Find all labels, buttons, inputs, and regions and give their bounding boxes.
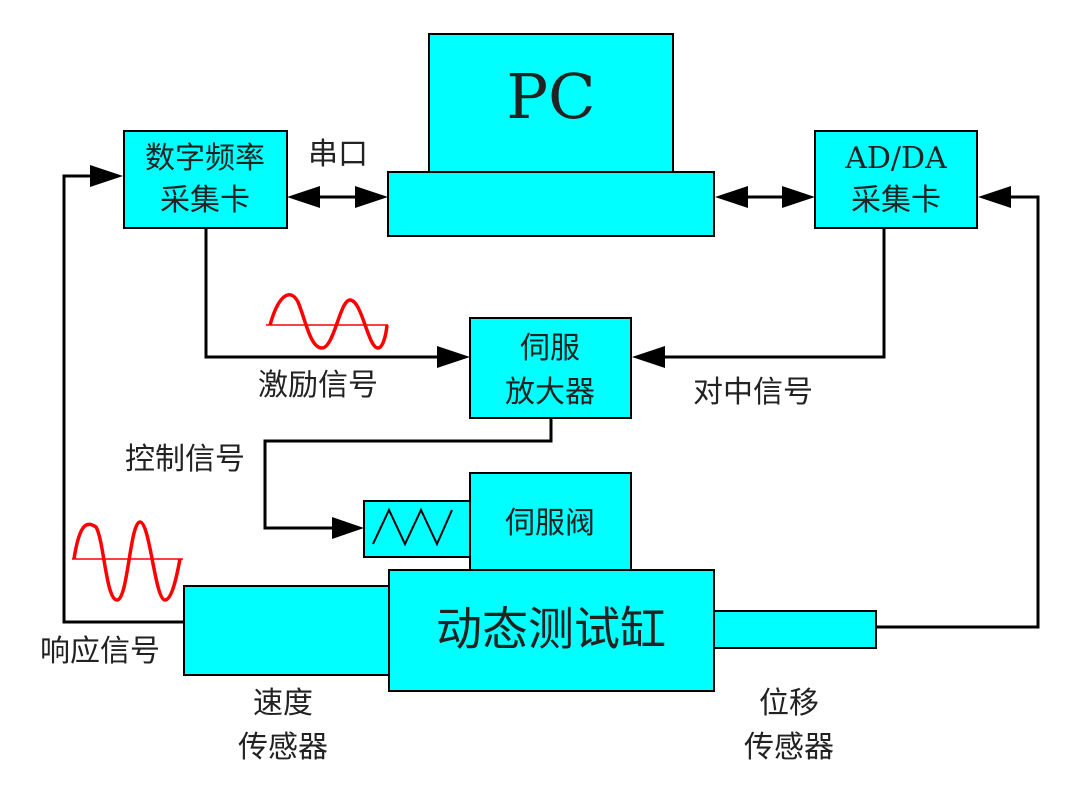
arrow-icon	[332, 517, 364, 539]
response-signal-wire	[62, 165, 184, 624]
pc-base-block	[387, 171, 715, 237]
freq-card-label-line2: 采集卡	[160, 183, 250, 218]
response-signal-label: 响应信号	[40, 634, 160, 669]
arrow-icon	[287, 186, 320, 208]
excitation-signal-wire	[204, 229, 470, 368]
arrow-icon	[632, 346, 665, 368]
servo-amp-label-line1: 伺服	[520, 331, 580, 366]
arrow-icon	[782, 186, 815, 208]
arrow-icon	[437, 346, 470, 368]
displacement-sensor-label-line2: 传感器	[744, 730, 834, 765]
adda-card-block: AD/DA 采集卡	[814, 130, 978, 229]
arrow-icon	[978, 186, 1011, 208]
freq-card-label-line1: 数字频率	[145, 141, 265, 176]
sine-wave-icon	[266, 293, 389, 350]
cylinder-assembly: 动态测试缸	[183, 569, 877, 692]
control-signal-label: 控制信号	[125, 442, 245, 477]
displacement-sensor-label-line1: 位移	[759, 686, 819, 721]
displacement-signal-wire	[876, 186, 1040, 629]
arrow-icon	[90, 165, 123, 187]
cylinder-label: 动态测试缸	[436, 602, 666, 656]
serial-port-label: 串口	[308, 137, 368, 172]
displacement-sensor-block	[713, 610, 877, 649]
velocity-sensor-label-line2: 传感器	[238, 730, 328, 765]
sine-wave-icon	[72, 520, 183, 602]
velocity-sensor-label-line1: 速度	[253, 686, 313, 721]
adda-card-label-line2: 采集卡	[851, 183, 941, 218]
control-signal-wire	[263, 418, 553, 539]
dynamic-test-cylinder-block	[388, 569, 715, 692]
servo-valve-label: 伺服阀	[505, 506, 595, 541]
freq-card-block: 数字频率 采集卡	[123, 130, 288, 229]
centering-signal-wire	[632, 229, 886, 368]
arrow-icon	[715, 186, 748, 208]
pc-label: PC	[506, 60, 595, 133]
servo-valve-block: 伺服阀	[363, 472, 632, 571]
triangle-wave-icon	[372, 507, 453, 547]
serial-link-arrow	[287, 186, 388, 208]
centering-signal-label: 对中信号	[693, 375, 813, 410]
adda-card-label-line1: AD/DA	[844, 141, 947, 176]
pc-block: PC	[387, 33, 715, 237]
servo-amplifier-block: 伺服 放大器	[469, 317, 632, 419]
excitation-signal-label: 激励信号	[258, 368, 378, 403]
arrow-icon	[355, 186, 388, 208]
servo-amp-label-line2: 放大器	[505, 375, 595, 410]
pc-adda-link-arrow	[715, 186, 815, 208]
velocity-sensor-block	[183, 585, 390, 676]
